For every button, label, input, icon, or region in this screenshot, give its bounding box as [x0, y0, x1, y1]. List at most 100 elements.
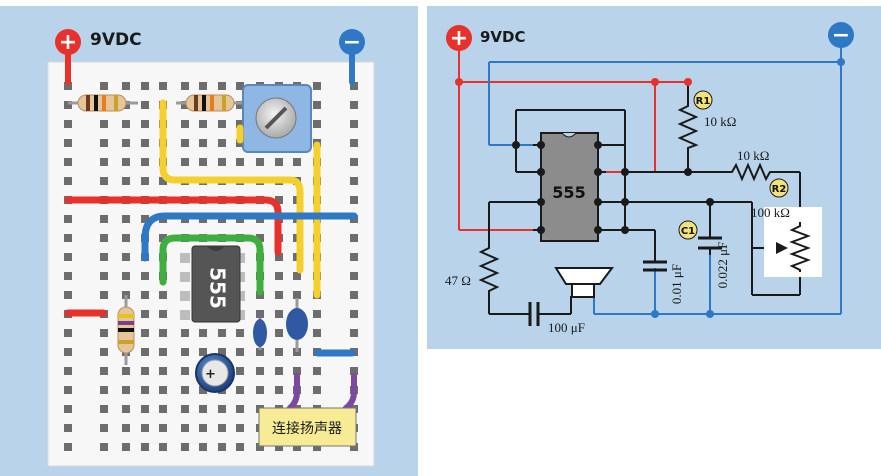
breadboard-hole	[64, 82, 72, 90]
junction-dot	[537, 198, 545, 206]
breadboard-hole	[293, 443, 301, 451]
ceramic-cap-large[interactable]	[286, 298, 308, 352]
schematic-minus-terminal[interactable]: −	[828, 22, 854, 48]
breadboard-hole	[313, 386, 321, 394]
breadboard-hole	[313, 310, 321, 318]
breadboard-hole	[100, 405, 108, 413]
minus-symbol: −	[343, 30, 361, 55]
breadboard-hole	[159, 405, 167, 413]
speaker-icon[interactable]	[554, 267, 614, 298]
breadboard-hole	[236, 443, 244, 451]
speaker-note-box	[258, 407, 357, 447]
chip-pin	[180, 272, 190, 282]
schematic-plus-terminal[interactable]: +	[446, 25, 472, 51]
junction-dot	[594, 168, 602, 176]
breadboard-hole	[181, 101, 189, 109]
junction-dot	[594, 198, 602, 206]
schematic-minus-symbol: −	[832, 23, 850, 48]
potentiometer[interactable]	[242, 84, 312, 153]
ceramic-cap-small[interactable]	[253, 318, 267, 350]
breadboard-hole	[122, 443, 130, 451]
ic-555-chip[interactable]: 555	[180, 245, 245, 323]
breadboard-hole	[256, 310, 264, 318]
schematic-555-chip[interactable]: 555	[540, 132, 599, 242]
junction-dot	[684, 78, 692, 86]
breadboard-hole	[100, 139, 108, 147]
supply-label: 9VDC	[90, 30, 142, 50]
breadboard-hole	[218, 120, 226, 128]
breadboard-hole	[159, 348, 167, 356]
breadboard-hole	[199, 348, 207, 356]
breadboard-hole	[350, 101, 358, 109]
breadboard-hole	[100, 443, 108, 451]
breadboard-hole	[256, 367, 264, 375]
resistor-r2[interactable]	[176, 94, 246, 112]
wire-green[interactable]	[159, 234, 264, 296]
schematic-panel: + 9VDC − 555 R1 10 kΩ 10 kΩ R2	[427, 6, 881, 349]
breadboard-hole	[350, 82, 358, 90]
breadboard-hole	[275, 291, 283, 299]
schematic-r1[interactable]: R1 10 kΩ	[677, 90, 736, 152]
resistor-47[interactable]	[117, 295, 135, 365]
breadboard-hole	[122, 424, 130, 432]
wire-red-1[interactable]	[64, 196, 282, 256]
breadboard-hole	[313, 367, 321, 375]
junction-dot	[537, 141, 545, 149]
breadboard-hole	[64, 272, 72, 280]
breadboard-hole	[100, 348, 108, 356]
breadboard-hole	[122, 177, 130, 185]
breadboard-hole	[236, 405, 244, 413]
breadboard-hole	[275, 443, 283, 451]
breadboard-hole	[100, 329, 108, 337]
electrolytic-cap[interactable]: +	[195, 353, 235, 393]
schematic-r2-fixed[interactable]: 10 kΩ R2	[728, 148, 789, 198]
breadboard-hole	[218, 348, 226, 356]
breadboard-hole	[199, 120, 207, 128]
breadboard-hole	[181, 424, 189, 432]
r1-badge: R1	[696, 96, 711, 107]
breadboard-hole	[64, 101, 72, 109]
schematic-r-47[interactable]: 47 Ω	[445, 242, 500, 296]
breadboard-hole	[122, 139, 130, 147]
breadboard-hole	[64, 215, 72, 223]
r2-pot-value: 100 kΩ	[751, 205, 790, 220]
schematic-c1[interactable]: C1 0.022 μF	[678, 220, 730, 288]
junction-dot	[594, 141, 602, 149]
schematic-cap-001[interactable]: 0.01 μF	[643, 260, 684, 304]
breadboard-hole	[64, 405, 72, 413]
junction-dot	[621, 168, 629, 176]
breadboard-hole	[141, 101, 149, 109]
resistor-r1[interactable]	[68, 94, 138, 112]
breadboard-hole	[141, 291, 149, 299]
breadboard-hole	[313, 443, 321, 451]
breadboard-hole	[159, 291, 167, 299]
breadboard-hole	[313, 82, 321, 90]
breadboard-hole	[199, 329, 207, 337]
breadboard-hole	[141, 443, 149, 451]
breadboard-hole	[64, 158, 72, 166]
schematic-cap-100[interactable]: 100 μF	[528, 302, 585, 335]
breadboard-hole	[64, 291, 72, 299]
breadboard-hole	[141, 158, 149, 166]
breadboard-hole	[181, 120, 189, 128]
plus-terminal[interactable]: +	[55, 29, 81, 85]
chip-pin	[180, 253, 190, 263]
breadboard-hole	[350, 443, 358, 451]
breadboard-hole	[293, 291, 301, 299]
minus-terminal[interactable]: −	[339, 29, 365, 85]
breadboard-hole	[122, 405, 130, 413]
wire-blue-1[interactable]	[141, 212, 358, 262]
breadboard-hole	[313, 101, 321, 109]
breadboard-hole	[100, 424, 108, 432]
junction-dot	[455, 78, 463, 86]
wire-yellow-1[interactable]	[159, 99, 304, 274]
schematic-r2-pot[interactable]: 100 kΩ	[751, 205, 822, 277]
breadboard-hole	[64, 443, 72, 451]
breadboard-hole	[199, 139, 207, 147]
breadboard-hole	[141, 348, 149, 356]
breadboard-hole	[218, 158, 226, 166]
breadboard-hole	[141, 310, 149, 318]
breadboard-hole	[181, 405, 189, 413]
schematic-supply-label: 9VDC	[480, 28, 526, 46]
breadboard-hole	[100, 177, 108, 185]
